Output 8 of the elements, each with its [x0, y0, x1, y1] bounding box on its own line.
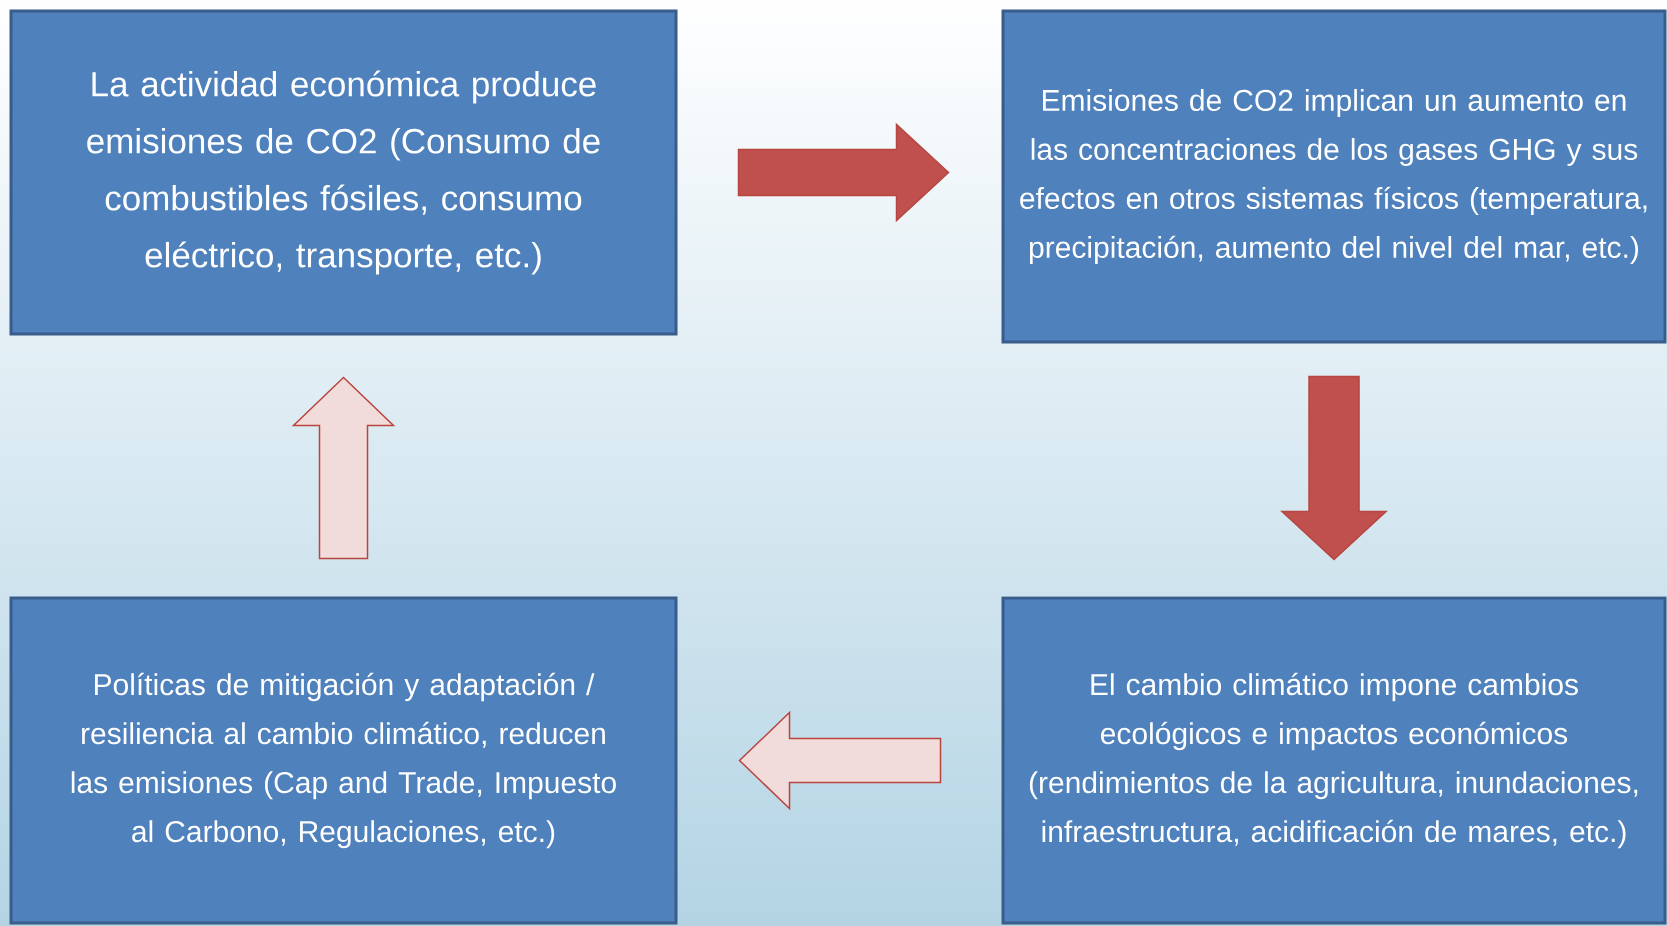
block-arrow [737, 122, 950, 223]
text-box: Emisiones de CO2 implican un aumento en las concentraciones de los gases GHG y sus efectos en otros sistemas físicos (temperatura, precipitación, aumento del nivel del mar, etc.) [1001, 9, 1667, 344]
block-arrow [291, 376, 396, 560]
text-box: El cambio climático impone cambios ecológicos e impactos económicos (rendimientos de la agricultura, inundaciones, infraestructura, acidificación de mares, etc.) [1001, 596, 1667, 925]
text-box: La actividad económica produce emisiones de CO2 (Consumo de combustibles fósiles, consumo eléctrico, transporte, etc.) [9, 9, 678, 336]
text-box: Políticas de mitigación y adaptación / resiliencia al cambio climático, reducen las emisiones (Cap and Trade, Impuesto al Carbono, Regulaciones, etc.) [9, 596, 678, 925]
block-arrow [1280, 375, 1388, 561]
block-arrow [738, 710, 942, 811]
